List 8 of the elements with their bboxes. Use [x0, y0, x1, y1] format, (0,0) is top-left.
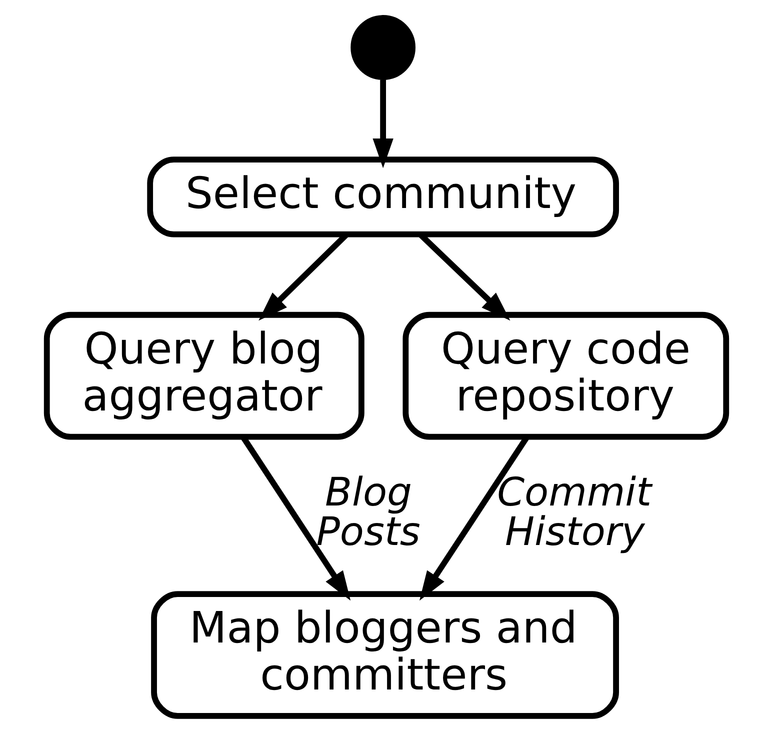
- node-box: Query blog aggregator: [44, 312, 364, 440]
- edge-label: Commit History: [497, 470, 652, 555]
- node-box: Query code repository: [402, 312, 730, 440]
- edge-label: Blog Posts: [316, 470, 420, 555]
- node-box: Map bloggers and committers: [151, 591, 619, 719]
- node-circle: [350, 15, 416, 80]
- arrow: [372, 80, 394, 168]
- node-box: Select community: [147, 156, 619, 238]
